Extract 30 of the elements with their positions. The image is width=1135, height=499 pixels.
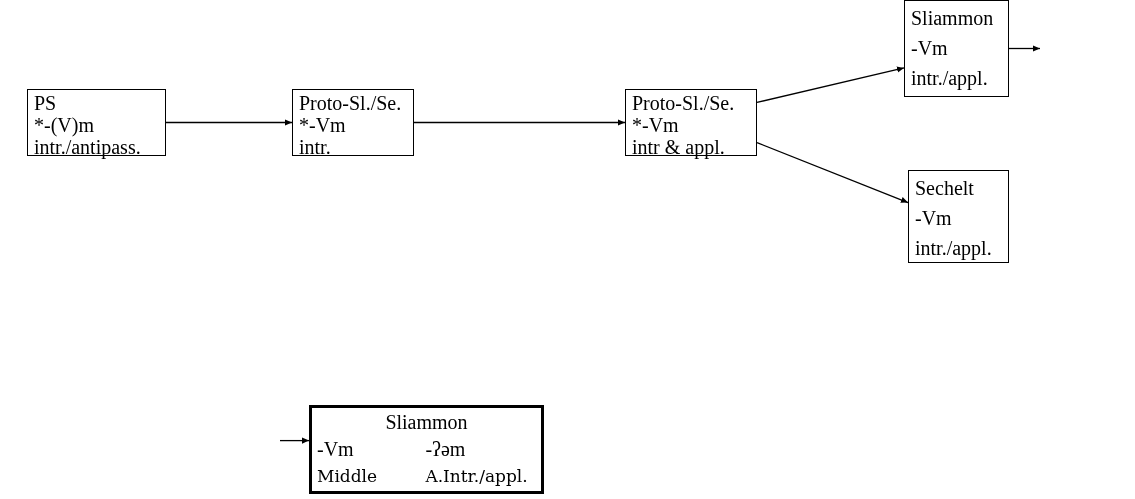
text-box (309, 405, 544, 494)
node-text: Proto-Sl./Se. (632, 92, 736, 114)
node-text: Sechelt (915, 176, 975, 201)
arrow (413, 119, 626, 126)
node-text: PS (34, 92, 58, 114)
text-box (292, 89, 414, 156)
node-text: intr./appl. (911, 66, 989, 92)
node-text: -Vm (915, 206, 953, 231)
node-text: Sliammon (384, 410, 469, 435)
node-text: intr./appl. (915, 236, 993, 262)
node-text: *-Vm (632, 114, 680, 136)
arrow (756, 141, 909, 204)
node-text: Middle (317, 465, 379, 488)
node-text: intr. (299, 136, 332, 158)
node-text: intr./antipass. (34, 136, 142, 158)
arrow (756, 66, 905, 104)
node-text: A.Intr./appl. (425, 465, 529, 488)
node-text: -Vm (317, 437, 355, 462)
node-text: -ʔəm (425, 437, 467, 462)
node-text: intr & appl. (632, 136, 726, 158)
arrow (165, 119, 293, 126)
node-text: -Vm (911, 36, 949, 61)
node-text: Proto-Sl./Se. (299, 92, 403, 114)
arrow (279, 437, 310, 444)
node-text: Sliammon (911, 6, 995, 31)
node-text: *-(V)m (34, 114, 95, 136)
arrow (1008, 45, 1041, 52)
text-box (904, 0, 1009, 97)
node-text: *-Vm (299, 114, 347, 136)
text-box (908, 170, 1009, 263)
